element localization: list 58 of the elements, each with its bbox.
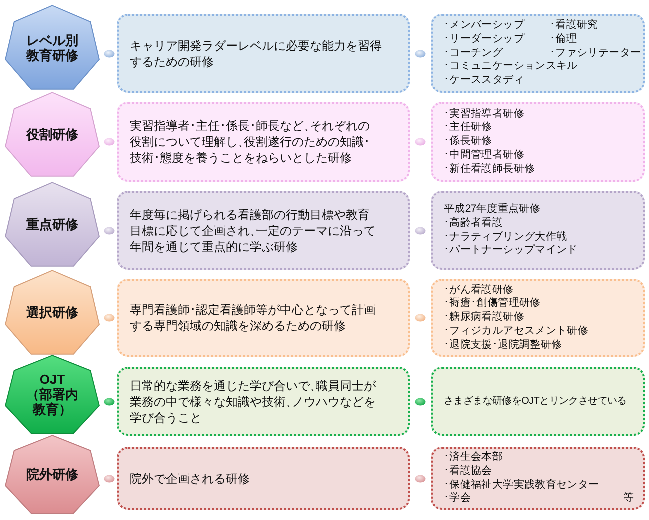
category-heptagon	[5, 182, 100, 267]
list-item: ･保健福祉大学実践教育センター	[444, 478, 600, 492]
list-box	[431, 279, 645, 357]
description-text: 院外で企画される研修	[130, 470, 251, 486]
description-text: 日常的な業務を通じた学び合いで、職員同士が業務の中で様々な知識や技術、ノウハウなどを学び合うこと	[130, 378, 377, 426]
description-text: 専門看護師･認定看護師等が中心となって計画する専門領域の知識を深めるための研修	[130, 302, 377, 334]
list-item: ･看護協会	[444, 464, 492, 478]
list-box	[431, 447, 645, 510]
description-box	[117, 14, 410, 93]
description-box	[117, 279, 410, 357]
list-item: ･リーダーシップ	[444, 32, 524, 47]
list-item: ･パートナーシップマインド	[444, 244, 578, 258]
category-heptagon	[5, 92, 100, 177]
list-item: ･主任研修	[444, 121, 492, 136]
category-title: 重点研修	[26, 217, 80, 232]
description-text: 実習指導者･主任･係長･師長など、それぞれの役割について理解し、役割遂行のための知識･技術･態度を養うことをねらいとした研修	[130, 118, 371, 166]
category-heptagon	[5, 270, 100, 355]
list-item: ･済生会本部	[444, 450, 504, 465]
category-heptagon	[5, 435, 100, 514]
list-item: ･がん看護研修	[444, 284, 514, 297]
category-title: 選択研修	[26, 305, 80, 320]
description-text: 年度毎に掲げられる看護部の行動目標や教育目標に応じて企画され、一定のテーマに沿って年間を通じて重点的に学ぶ研修	[130, 206, 377, 254]
list-box	[431, 14, 645, 93]
list-heading: 平成27年度重点研修	[444, 202, 541, 217]
category-title: OJT（部署内教育）	[26, 372, 80, 417]
category-title: 院外研修	[26, 467, 80, 482]
category-heptagon	[5, 5, 100, 90]
list-item: ･係長研修	[444, 135, 492, 149]
description-box	[117, 191, 410, 270]
category-heptagon	[5, 355, 100, 434]
description-text: キャリア開発ラダーレベルに必要な能力を習得するための研修	[130, 38, 383, 70]
list-item: ･新任看護師長研修	[444, 162, 536, 176]
list-item: ･中間管理者研修	[444, 148, 524, 163]
description-box	[117, 367, 410, 436]
list-note: 等	[623, 492, 634, 506]
list-item: ･倫理	[550, 32, 578, 47]
description-box	[117, 447, 410, 510]
list-item: ･コーチング	[444, 46, 504, 60]
list-box	[431, 102, 645, 182]
list-item: ･褥瘡･創傷管理研修	[444, 297, 541, 311]
category-title: レベル別教育研修	[26, 32, 80, 62]
list-item: ･糖尿病看護研修	[444, 311, 524, 325]
list-item: ･看護研究	[550, 19, 598, 33]
list-item: ･フィジカルアセスメント研修	[444, 324, 589, 339]
list-item: さまざまな研修をOJTとリンクさせている	[444, 394, 627, 408]
list-item: ･高齢者看護	[444, 216, 504, 230]
list-item: ･実習指導者研修	[444, 108, 524, 121]
list-item: ･ケーススタディ	[444, 74, 524, 88]
list-box	[431, 367, 645, 436]
list-item: ･メンバーシップ	[444, 19, 524, 33]
category-title: 役割研修	[26, 127, 80, 142]
list-item: ･ファシリテーター	[550, 46, 642, 60]
list-item: ･学会	[444, 492, 472, 506]
list-item: ･コミュニケーションスキル	[444, 60, 578, 74]
description-box	[117, 102, 410, 182]
list-item: ･退院支援･退院調整研修	[444, 338, 562, 352]
list-item: ･ナラティブリング大作戦	[444, 230, 568, 244]
list-box	[431, 191, 645, 270]
